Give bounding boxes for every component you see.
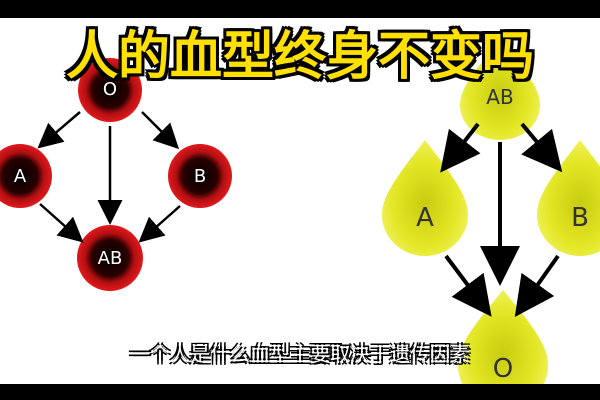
video-title: 人的血型终身不变吗	[65, 27, 534, 87]
right-node-a-label: A	[416, 203, 434, 233]
left-node-ab: AB	[77, 225, 143, 291]
right-arrow-b-to-o	[514, 254, 560, 318]
left-node-b: B	[168, 144, 232, 208]
left-node-a-label: A	[14, 166, 27, 187]
left-node-b-label: B	[194, 166, 206, 187]
top-letterbox	[0, 0, 600, 18]
right-node-b-label: B	[571, 203, 589, 233]
left-node-top: O	[78, 58, 142, 122]
left-node-ab-label: AB	[98, 248, 123, 269]
right-node-a: A	[382, 140, 468, 256]
right-arrow-top-to-a	[440, 122, 481, 173]
bottom-letterbox	[0, 384, 600, 400]
left-arrow-top-to-b	[141, 111, 180, 150]
left-arrow-a-to-ab	[39, 203, 84, 243]
right-node-o: O	[458, 290, 548, 400]
right-node-o-label: O	[493, 354, 513, 384]
left-arrow-b-to-ab	[138, 205, 181, 243]
right-node-top: AB	[460, 40, 540, 140]
right-arrow-a-to-o	[444, 254, 492, 317]
left-node-top-label: O	[103, 79, 117, 100]
left-node-a: A	[0, 144, 52, 208]
subtitle-caption: 一个人是什么血型主要取决于遗传因素	[130, 342, 470, 366]
right-node-b: B	[537, 140, 600, 256]
left-arrow-top-to-a	[37, 111, 81, 149]
right-arrow-top-to-b	[520, 122, 563, 173]
right-node-top-label: AB	[486, 85, 513, 109]
